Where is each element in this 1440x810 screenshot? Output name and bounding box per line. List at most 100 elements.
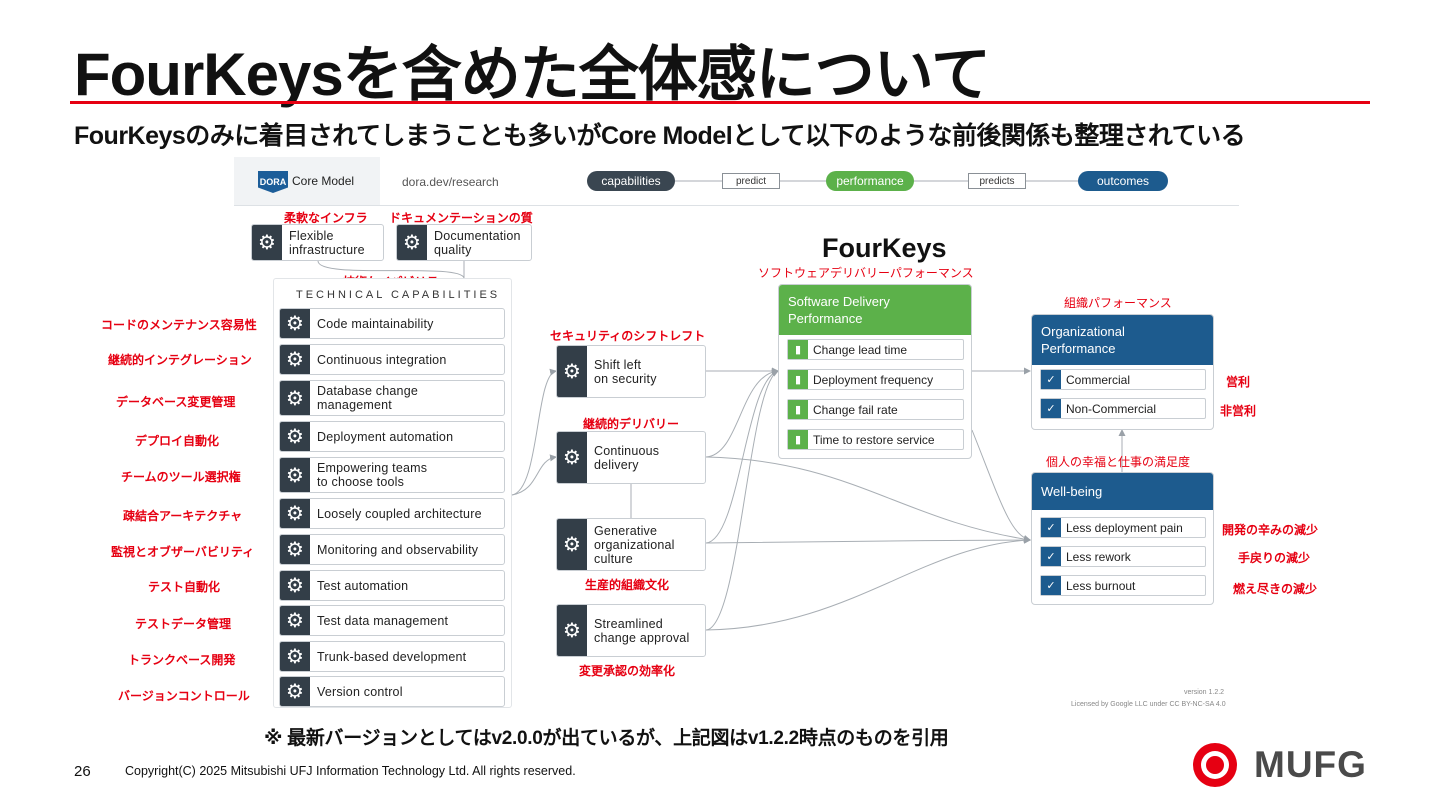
core-model-label: Core Model xyxy=(292,174,355,188)
ja-continuous-integration: 継続的インテグレーション xyxy=(108,353,252,367)
ja-test-automation: テスト自動化 xyxy=(148,580,221,594)
ja-test-data: テストデータ管理 xyxy=(135,617,232,631)
ja-trunk-based: トランクベース開発 xyxy=(128,653,236,667)
copyright: Copyright(C) 2025 Mitsubishi UFJ Informa… xyxy=(125,764,576,778)
capability-database-change-management: ⚙Database change management xyxy=(279,380,505,416)
software-delivery-title: Software Delivery Performance xyxy=(779,285,971,335)
gear-icon: ⚙ xyxy=(280,642,310,671)
capability-continuous-integration: ⚙ Continuous integration xyxy=(279,344,505,375)
capability-monitoring-observability: ⚙Monitoring and observability xyxy=(279,534,505,565)
version-note: ※ 最新バージョンとしてはv2.0.0が出ているが、上記図はv1.2.2時点のも… xyxy=(264,728,949,749)
card-label: Flexible infrastructure xyxy=(289,228,365,257)
page-title: FourKeysを含めた全体感について xyxy=(74,41,991,108)
capability-generative-culture: ⚙Generative organizational culture xyxy=(556,518,706,571)
card-label: Empowering teams to choose tools xyxy=(317,461,428,489)
gear-icon: ⚙ xyxy=(557,432,587,483)
check-circle-icon: ✓ xyxy=(1041,518,1061,537)
version-label: version 1.2.2 xyxy=(1184,689,1225,696)
gear-icon: ⚙ xyxy=(280,535,310,564)
capability-version-control: ⚙ Version control xyxy=(279,676,505,707)
card-label: Streamlined change approval xyxy=(594,616,690,645)
license-label: Licensed by Google LLC under CC BY-NC-SA… xyxy=(1071,701,1226,708)
mufg-logo-text: MUFG xyxy=(1254,744,1367,785)
check-circle-icon: ✓ xyxy=(1041,576,1061,595)
dora-url: dora.dev/research xyxy=(402,175,499,189)
gear-icon: ⚙ xyxy=(280,458,310,492)
ja-streamlined-change: 変更承認の効率化 xyxy=(579,664,676,678)
gear-icon: ⚙ xyxy=(557,605,587,656)
gear-icon: ⚙ xyxy=(280,677,310,706)
card-label: Continuous integration xyxy=(317,352,447,367)
gear-icon: ⚙ xyxy=(280,345,310,374)
capability-documentation-quality: ⚙ Documentation quality xyxy=(396,224,532,261)
card-label: Test automation xyxy=(317,578,409,593)
capability-test-automation: ⚙ Test automation xyxy=(279,570,505,601)
gear-icon: ⚙ xyxy=(280,309,310,338)
ja-continuous-delivery: 継続的デリバリー xyxy=(583,417,680,431)
ja-less-rework: 手戻りの減少 xyxy=(1238,551,1311,565)
card-label: Code maintainability xyxy=(317,316,434,331)
bar-chart-icon: ▮ xyxy=(788,430,808,449)
metric-deployment-frequency: ▮Deployment frequency xyxy=(787,369,964,390)
metric-label: Time to restore service xyxy=(813,432,935,447)
outcome-commercial: ✓ Commercial xyxy=(1040,369,1206,390)
card-label: Continuous delivery xyxy=(594,443,660,472)
outcome-non-commercial: ✓ Non-Commercial xyxy=(1040,398,1206,419)
flow-capabilities: capabilities xyxy=(587,171,675,191)
gear-icon: ⚙ xyxy=(252,225,282,260)
wellbeing-title: Well-being xyxy=(1032,473,1213,510)
outcome-label: Non-Commercial xyxy=(1066,401,1157,416)
capability-deployment-automation: ⚙Deployment automation xyxy=(279,421,505,452)
outcome-less-rework: ✓ Less rework xyxy=(1040,546,1206,567)
outcome-less-burnout: ✓ Less burnout xyxy=(1040,575,1206,596)
capability-continuous-delivery: ⚙Continuous delivery xyxy=(556,431,706,484)
gear-icon: ⚙ xyxy=(280,381,310,415)
outcome-label: Commercial xyxy=(1066,372,1131,387)
metric-label: Change lead time xyxy=(813,342,908,357)
card-label: Generative organizational culture xyxy=(594,523,675,566)
outcome-label: Less deployment pain xyxy=(1066,520,1183,535)
card-label: Shift left on security xyxy=(594,357,657,386)
outcome-label: Less burnout xyxy=(1066,578,1136,593)
card-label: Trunk-based development xyxy=(317,649,467,664)
gear-icon: ⚙ xyxy=(280,422,310,451)
metric-time-to-restore: ▮ Time to restore service xyxy=(787,429,964,450)
capability-test-data-management: ⚙Test data management xyxy=(279,605,505,636)
ja-shift-left: セキュリティのシフトレフト xyxy=(550,329,706,343)
page-subtitle: FourKeysのみに着目されてしまうことも多いがCore Modelとして以下… xyxy=(74,122,1246,150)
card-label: Test data management xyxy=(317,613,449,628)
capability-code-maintainability: ⚙ Code maintainability xyxy=(279,308,505,339)
bar-chart-icon: ▮ xyxy=(788,370,808,389)
page-number: 26 xyxy=(74,763,91,780)
ja-non-commercial: 非営利 xyxy=(1220,404,1257,418)
header-divider xyxy=(234,205,1239,206)
technical-capabilities-title: TECHNICAL CAPABILITIES xyxy=(296,289,501,301)
flow-outcomes: outcomes xyxy=(1078,171,1168,191)
outcome-label: Less rework xyxy=(1066,549,1131,564)
gear-icon: ⚙ xyxy=(280,499,310,528)
ja-software-delivery: ソフトウェアデリバリーパフォーマンス xyxy=(758,266,974,280)
flow-performance: performance xyxy=(826,171,914,191)
check-circle-icon: ✓ xyxy=(1041,370,1061,389)
org-performance-title: Organizational Performance xyxy=(1032,315,1213,365)
metric-label: Change fail rate xyxy=(813,402,898,417)
capability-empowering-teams: ⚙Empowering teams to choose tools xyxy=(279,457,505,493)
card-label: Database change management xyxy=(317,384,418,412)
ja-monitoring: 監視とオブザーバビリティ xyxy=(111,545,255,559)
flow-predicts: predicts xyxy=(968,173,1026,189)
card-label: Documentation quality xyxy=(434,228,521,257)
capability-trunk-based-development: ⚙ Trunk-based development xyxy=(279,641,505,672)
ja-generative-culture: 生産的組織文化 xyxy=(585,578,670,592)
bar-chart-icon: ▮ xyxy=(788,400,808,419)
capability-streamlined-change-approval: ⚙Streamlined change approval xyxy=(556,604,706,657)
card-label: Version control xyxy=(317,684,403,699)
bar-chart-icon: ▮ xyxy=(788,340,808,359)
documentation-ja: ドキュメンテーションの質 xyxy=(389,211,533,225)
check-circle-icon: ✓ xyxy=(1041,547,1061,566)
ja-deployment-automation: デプロイ自動化 xyxy=(135,434,220,448)
gear-icon: ⚙ xyxy=(280,571,310,600)
capability-shift-left-security: ⚙Shift left on security xyxy=(556,345,706,398)
capability-flexible-infrastructure: ⚙ Flexible infrastructure xyxy=(251,224,384,261)
flow-predict: predict xyxy=(722,173,780,189)
check-circle-icon: ✓ xyxy=(1041,399,1061,418)
